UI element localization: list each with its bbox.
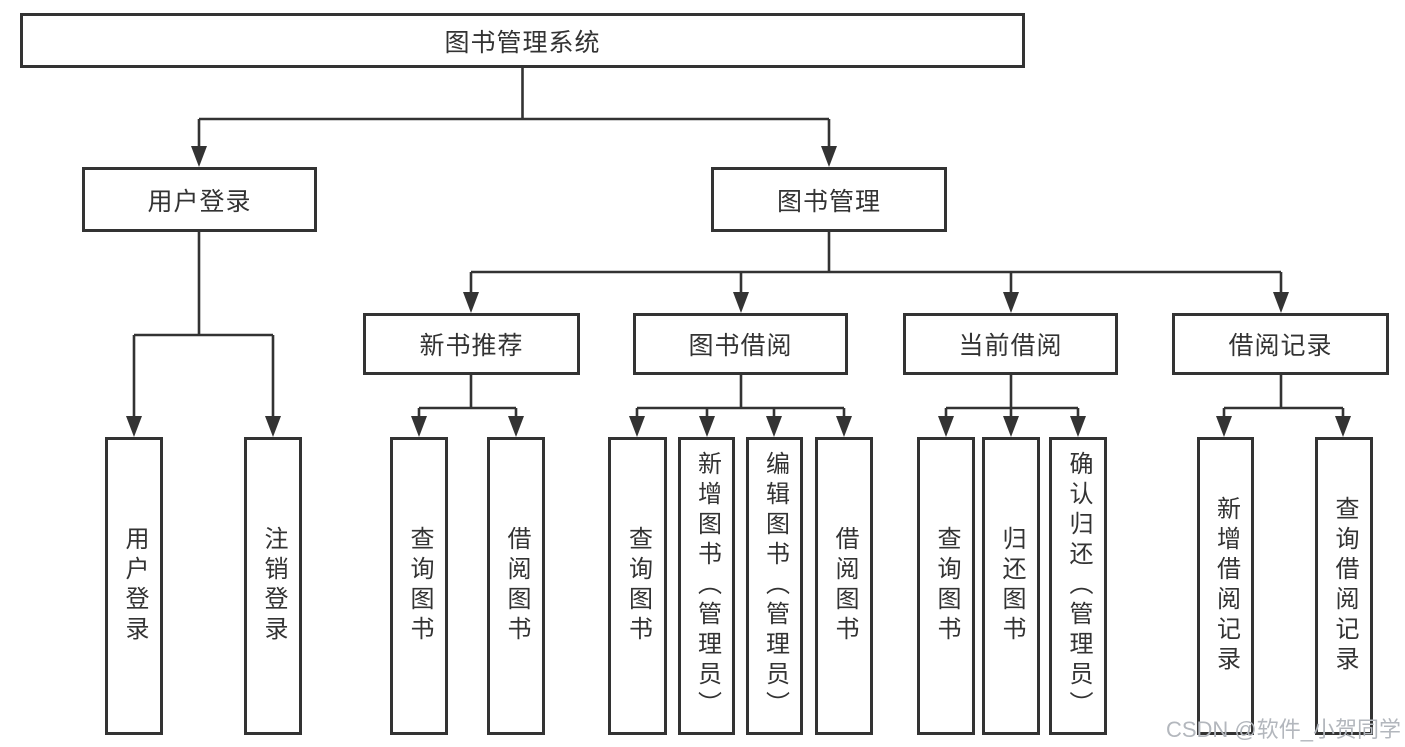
- node-book-borrowing: 图书借阅: [633, 313, 848, 375]
- node-new-book-recommend: 新书推荐: [363, 313, 580, 375]
- leaf-user-login: 用户登录: [105, 437, 163, 735]
- leaf-query-books-borrowing: 查询图书: [608, 437, 667, 735]
- leaf-add-book-admin: 新增图书（管理员）: [678, 437, 735, 735]
- leaf-return-book: 归还图书: [982, 437, 1040, 735]
- node-root: 图书管理系统: [20, 13, 1025, 68]
- node-user-login: 用户登录: [82, 167, 317, 232]
- leaf-query-books-current: 查询图书: [917, 437, 975, 735]
- leaf-query-borrow-record: 查询借阅记录: [1315, 437, 1373, 735]
- leaf-borrow-books-borrowing: 借阅图书: [815, 437, 873, 735]
- leaf-add-borrow-record: 新增借阅记录: [1197, 437, 1254, 735]
- leaf-confirm-return-admin: 确认归还（管理员）: [1049, 437, 1107, 735]
- node-book-management: 图书管理: [711, 167, 947, 232]
- leaf-query-books-recommend: 查询图书: [390, 437, 448, 735]
- leaf-logout: 注销登录: [244, 437, 302, 735]
- leaf-borrow-books-recommend: 借阅图书: [487, 437, 545, 735]
- node-borrowing-records: 借阅记录: [1172, 313, 1389, 375]
- csdn-watermark: CSDN @软件_小贺同学: [1165, 717, 1401, 742]
- leaf-edit-book-admin: 编辑图书（管理员）: [746, 437, 803, 735]
- node-current-borrowing: 当前借阅: [903, 313, 1118, 375]
